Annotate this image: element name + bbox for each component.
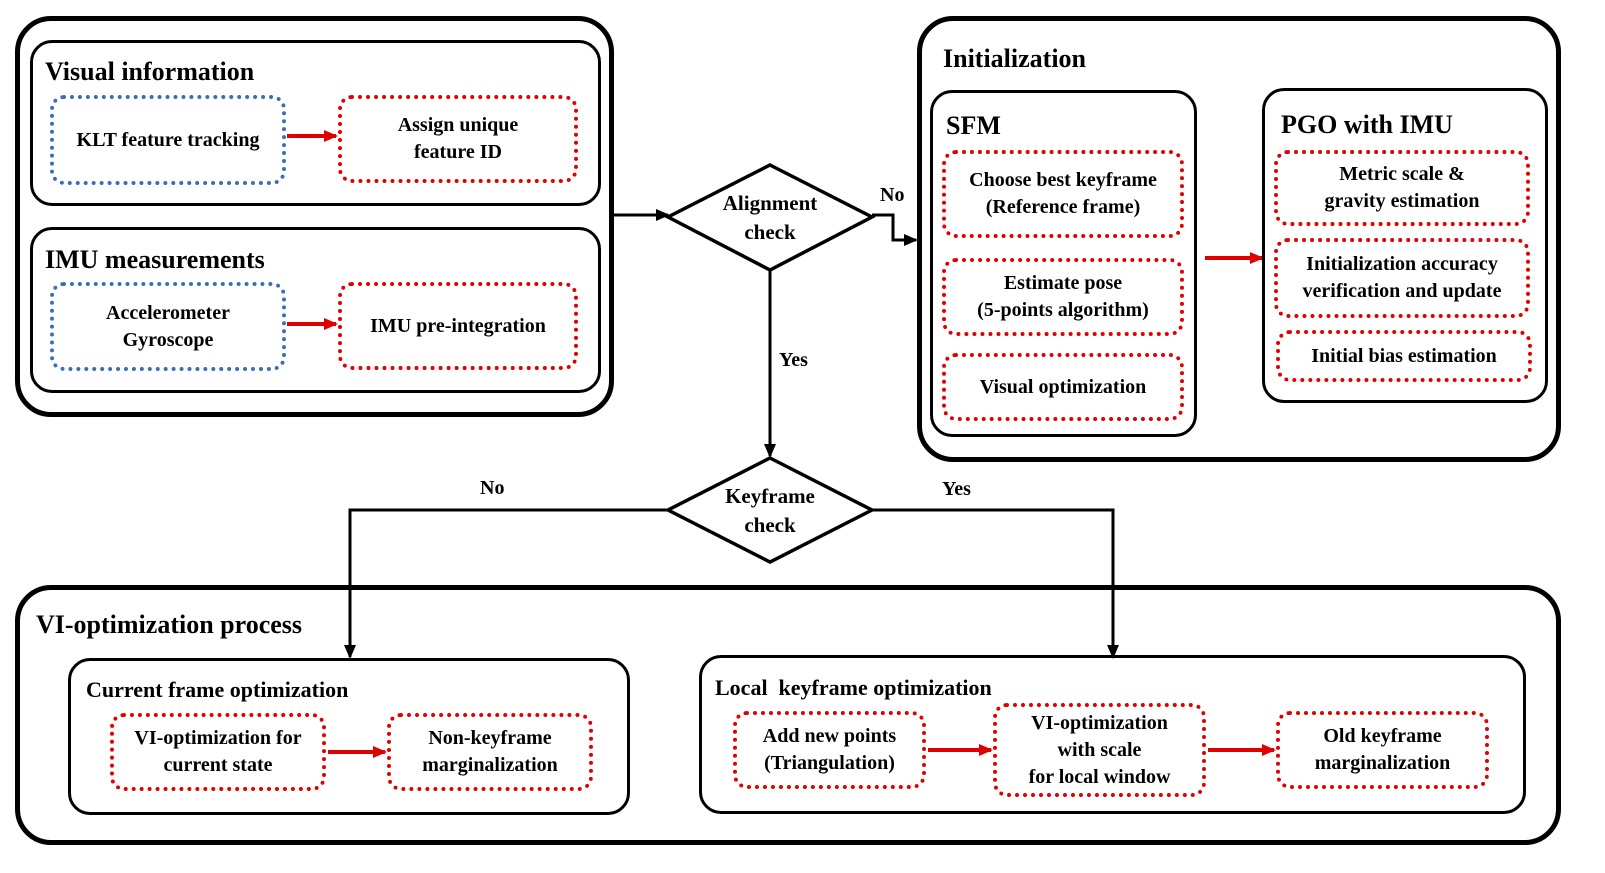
keyframe-check-label: Keyframe check xyxy=(725,484,815,537)
sfm-step-3-box xyxy=(942,353,1184,421)
sfm-step-2-label: Estimate pose (5-points algorithm) xyxy=(977,272,1149,321)
alignment-check-label: Alignment check xyxy=(722,191,818,244)
sfm-step-1-box xyxy=(942,150,1184,238)
alignment-no-arrow xyxy=(872,213,918,246)
current-frame-panel xyxy=(68,658,630,815)
sfm-step-2-box xyxy=(942,258,1184,336)
assign-feature-id-box xyxy=(338,95,578,183)
pgo-step-2-box xyxy=(1274,238,1530,318)
pgo-step-1-label: Metric scale & gravity estimation xyxy=(1324,163,1480,212)
keyframe-no-label: No xyxy=(480,477,505,499)
vi-optimization-title: VI-optimization process xyxy=(36,610,303,639)
keyframe-yes-label: Yes xyxy=(942,478,971,500)
keyframe-check-diamond xyxy=(664,456,876,564)
sfm-step-1-label: Choose best keyframe (Reference frame) xyxy=(969,169,1157,218)
imu-measurements-panel xyxy=(30,227,601,393)
alignment-check-diamond xyxy=(664,163,876,272)
initialization-title: Initialization xyxy=(943,44,1087,73)
non-keyframe-marginalization-box xyxy=(387,713,593,791)
vi-local-window-box xyxy=(993,703,1206,797)
local-keyframe-title: Local keyframe optimization xyxy=(715,675,992,700)
imu-sensors-box xyxy=(50,282,286,371)
pgo-step-2-label: Initialization accuracy verification and… xyxy=(1302,253,1502,302)
imu-preintegration-box xyxy=(338,282,578,370)
non-keyframe-marginalization-label: Non-keyframe marginalization xyxy=(422,727,558,776)
initialization-group xyxy=(917,16,1561,462)
pgo-panel xyxy=(1262,88,1548,403)
add-new-points-label: Add new points (Triangulation) xyxy=(762,725,897,774)
add-new-points-box xyxy=(733,711,926,789)
vi-current-state-label: VI-optimization for current state xyxy=(134,727,302,776)
alignment-yes-label: Yes xyxy=(779,349,808,371)
vi-optimization-group xyxy=(15,585,1561,845)
old-keyframe-marginalization-box xyxy=(1276,711,1489,789)
visual-information-panel xyxy=(30,40,601,206)
imu-sensors-label: Accelerometer Gyroscope xyxy=(106,301,230,351)
sensor-input-group xyxy=(15,16,614,417)
vi-current-state-box xyxy=(110,713,326,791)
vi-local-window-label: VI-optimization with scale for local win… xyxy=(1028,711,1171,788)
current-frame-title: Current frame optimization xyxy=(86,677,349,702)
sfm-title: SFM xyxy=(946,111,1001,140)
keyframe-no-arrow xyxy=(344,508,670,659)
pgo-step-3-box xyxy=(1276,330,1532,382)
assign-feature-id-label: Assign unique feature ID xyxy=(397,114,519,163)
pgo-step-1-box xyxy=(1274,150,1530,226)
pgo-title: PGO with IMU xyxy=(1281,110,1453,139)
alignment-no-label: No xyxy=(880,184,905,206)
visual-information-title: Visual information xyxy=(45,57,255,86)
sfm-panel xyxy=(930,90,1197,437)
klt-tracking-box xyxy=(50,95,286,185)
imu-preintegration-label: IMU pre-integration xyxy=(370,314,546,337)
keyframe-yes-arrow xyxy=(872,508,1119,659)
local-keyframe-panel xyxy=(699,655,1526,814)
imu-measurements-title: IMU measurements xyxy=(45,245,265,274)
klt-tracking-label: KLT feature tracking xyxy=(76,128,260,151)
old-keyframe-marginalization-label: Old keyframe marginalization xyxy=(1314,725,1451,774)
sfm-step-3-label: Visual optimization xyxy=(979,375,1147,398)
pgo-step-3-label: Initial bias estimation xyxy=(1311,344,1497,367)
